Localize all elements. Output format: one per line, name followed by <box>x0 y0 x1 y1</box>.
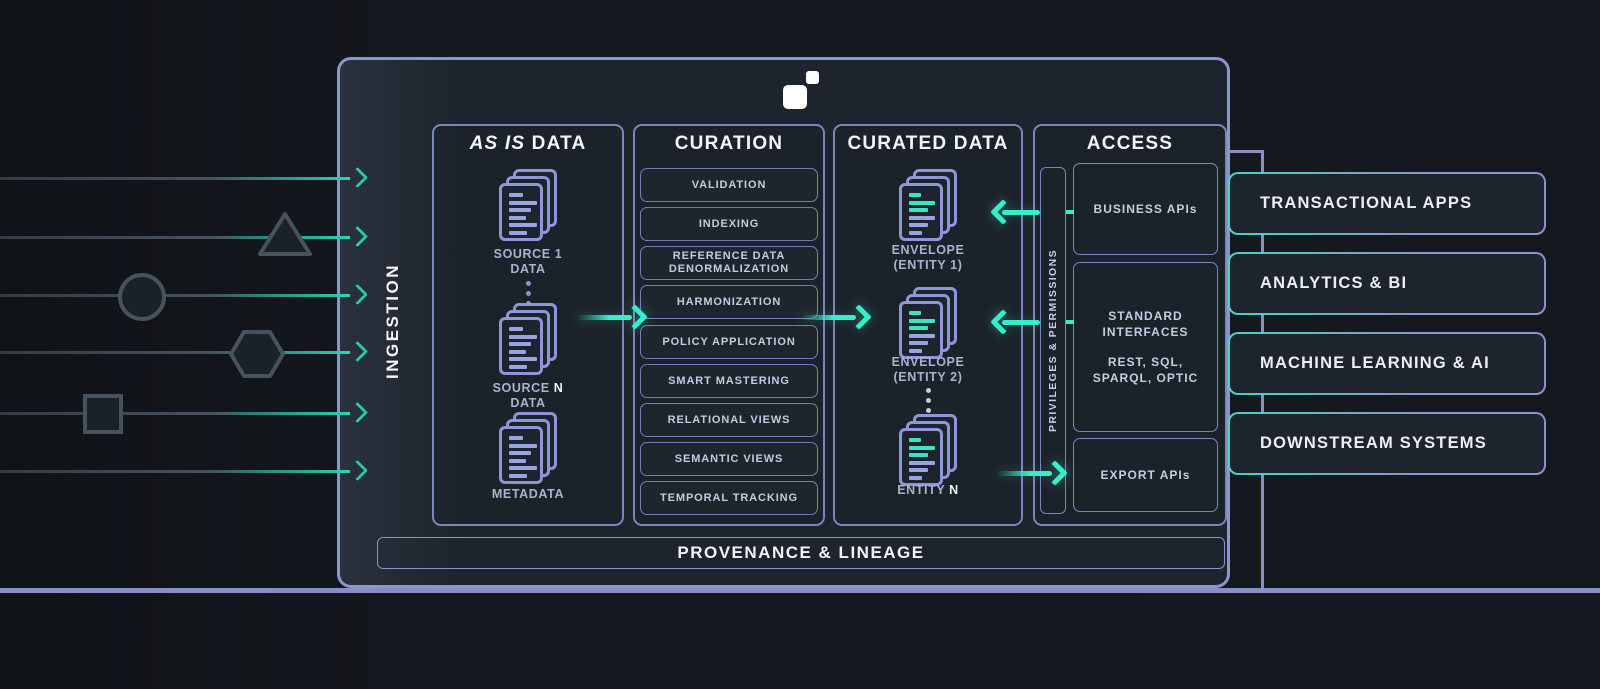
square-shape-icon <box>83 394 123 434</box>
access-title: ACCESS <box>1086 133 1174 154</box>
curation-step-policy-application: POLICY APPLICATION <box>640 325 818 359</box>
progress-squares-logo-icon <box>783 85 807 109</box>
curated-data-title: CURATED DATA <box>847 133 1009 154</box>
standard-interfaces-box: STANDARD INTERFACES REST, SQL, SPARQL, O… <box>1073 262 1218 432</box>
asis-to-curation-arrow <box>576 315 632 320</box>
provenance-lineage-label: PROVENANCE & LINEAGE <box>677 543 925 562</box>
connector-stub <box>1066 210 1074 214</box>
provenance-lineage-bar: PROVENANCE & LINEAGE <box>377 537 1225 569</box>
standard-interfaces-protocols: REST, SQL, SPARQL, OPTIC <box>1092 355 1199 385</box>
ingestion-line <box>0 177 350 180</box>
data-hub-container <box>337 57 1230 588</box>
standard-interfaces-to-envelope2-arrow <box>1002 320 1040 325</box>
metadata-documents-icon <box>499 412 557 484</box>
ingestion-line <box>0 470 350 473</box>
entityN-label: ENTITY N <box>897 483 959 497</box>
curation-to-curated-arrow <box>800 315 856 320</box>
privileges-permissions-bar: PRIVILEGES & PERMISSIONS <box>1040 167 1066 514</box>
external-machine-learning-ai: MACHINE LEARNING & AI <box>1228 332 1546 395</box>
privileges-permissions-label: PRIVILEGES & PERMISSIONS <box>1047 249 1059 432</box>
progress-squares-logo-icon <box>806 71 819 84</box>
hexagon-shape-icon <box>229 330 285 378</box>
envelope-entity1-documents-icon <box>899 169 957 241</box>
right-connector-cap <box>1230 150 1263 153</box>
curation-step-validation: VALIDATION <box>640 168 818 202</box>
ingestion-line <box>0 236 350 239</box>
as-is-italic: AS IS <box>469 133 526 154</box>
metadata-label: METADATA <box>491 487 565 501</box>
ingestion-label: INGESTION <box>383 263 402 380</box>
curation-title: CURATION <box>674 133 784 154</box>
as-is-data-title: AS IS DATA <box>432 132 624 156</box>
circle-shape-icon <box>118 273 166 321</box>
curation-step-harmonization: HARMONIZATION <box>640 285 818 319</box>
standard-interfaces-label: STANDARD INTERFACES <box>1102 309 1189 339</box>
ingestion-line <box>0 412 350 415</box>
ingestion-line <box>0 294 350 297</box>
external-transactional-apps: TRANSACTIONAL APPS <box>1228 172 1546 235</box>
baseline-divider <box>0 588 1600 593</box>
curation-step-temporal-tracking: TEMPORAL TRACKING <box>640 481 818 515</box>
ingestion-line <box>0 351 350 354</box>
sourceN-documents-icon <box>499 303 557 375</box>
export-apis-box: EXPORT APIs <box>1073 438 1218 512</box>
business-apis-label: BUSINESS APIs <box>1093 202 1198 216</box>
ellipsis-dots <box>833 388 1023 413</box>
external-analytics-bi: ANALYTICS & BI <box>1228 252 1546 315</box>
connector-stub <box>1066 320 1074 324</box>
curation-step-indexing: INDEXING <box>640 207 818 241</box>
envelope-entity1-label: ENVELOPE(ENTITY 1) <box>891 243 965 272</box>
as-is-rest: DATA <box>525 133 587 154</box>
curation-step-smart-mastering: SMART MASTERING <box>640 364 818 398</box>
curation-step-semantic-views: SEMANTIC VIEWS <box>640 442 818 476</box>
business-apis-to-envelope1-arrow <box>1002 210 1040 215</box>
curation-step-reference-data-denormalization: REFERENCE DATA DENORMALIZATION <box>640 246 818 280</box>
curation-step-relational-views: RELATIONAL VIEWS <box>640 403 818 437</box>
export-apis-label: EXPORT APIs <box>1100 468 1191 482</box>
envelope-entity2-documents-icon <box>899 287 957 359</box>
triangle-shape-icon <box>258 212 312 256</box>
entityN-to-export-arrow <box>996 471 1052 476</box>
entityN-documents-icon <box>899 414 957 486</box>
business-apis-box: BUSINESS APIs <box>1073 163 1218 255</box>
envelope-entity2-label: ENVELOPE(ENTITY 2) <box>891 355 965 384</box>
external-downstream-systems: DOWNSTREAM SYSTEMS <box>1228 412 1546 475</box>
source1-documents-icon <box>499 169 557 241</box>
